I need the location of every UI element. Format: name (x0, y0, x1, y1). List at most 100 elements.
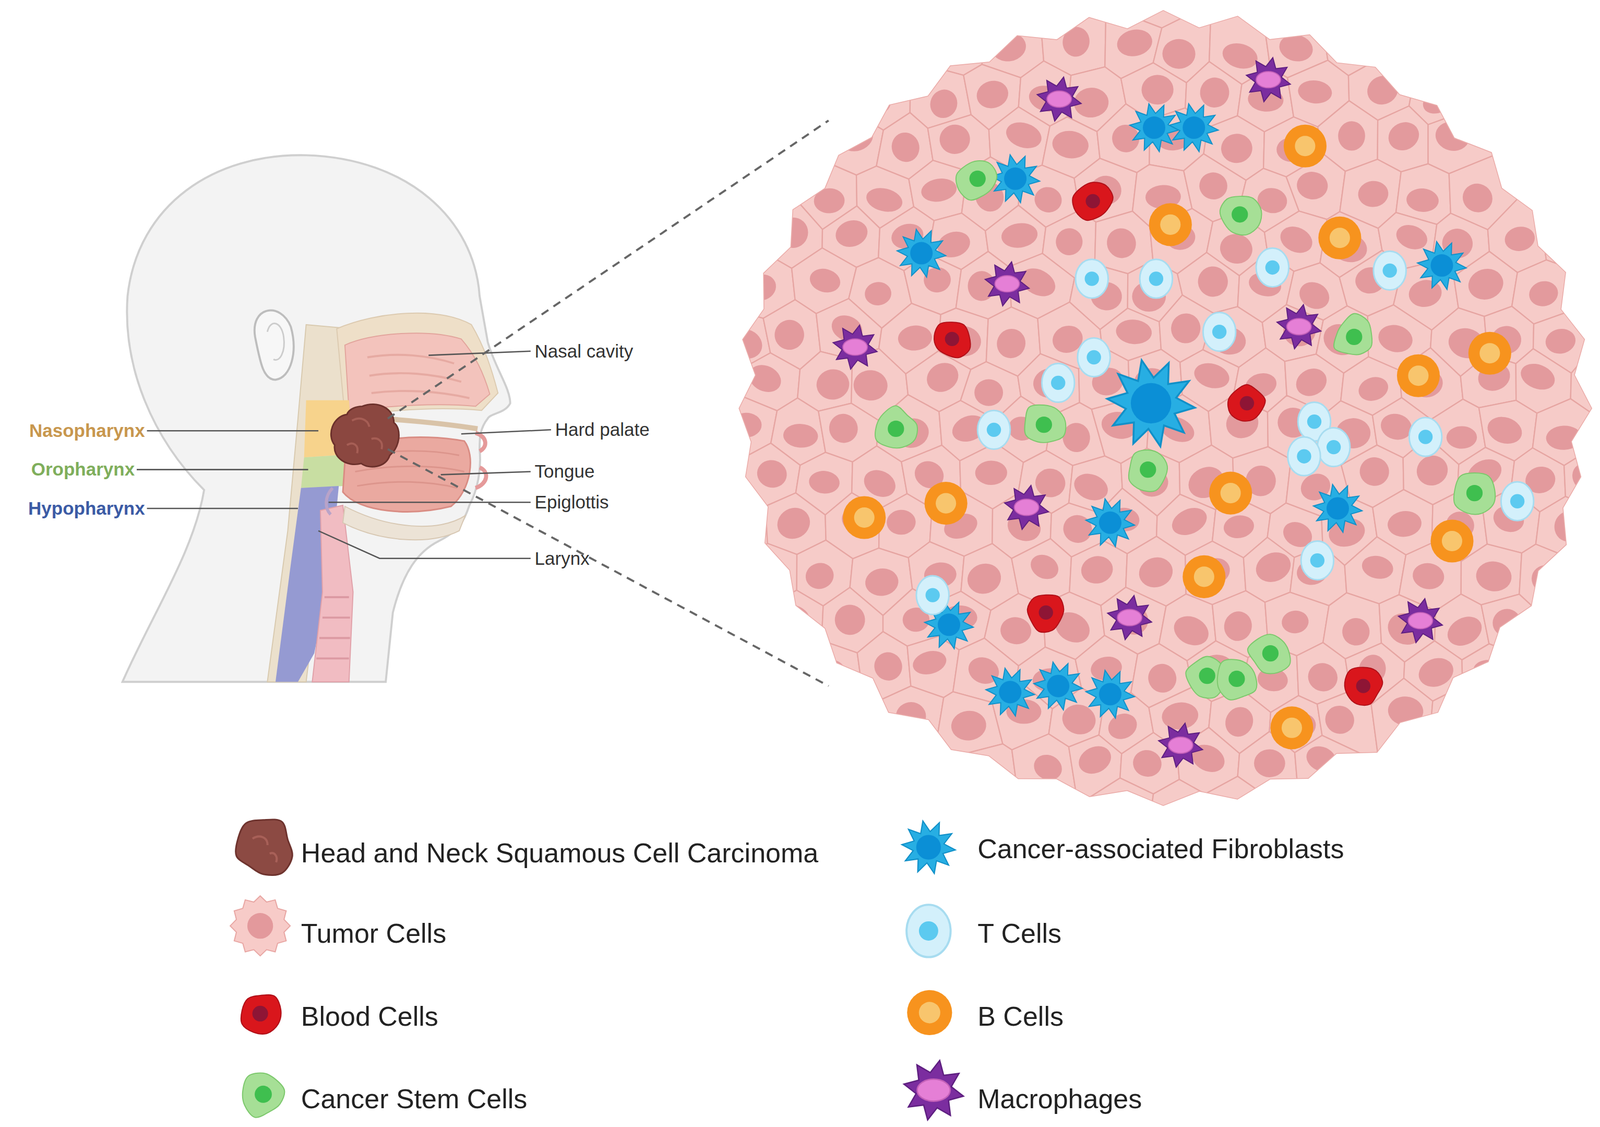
cell-part (1128, 449, 1168, 492)
cell-part (1418, 429, 1433, 444)
cell-part (252, 1005, 269, 1022)
cell-part (924, 481, 968, 525)
anatomy-label: Epiglottis (534, 492, 610, 513)
cell-part (1085, 670, 1135, 719)
tumor-nucleus (895, 701, 927, 731)
tumor-nucleus (1218, 798, 1256, 823)
tumor-nucleus (1131, 0, 1172, 16)
tumor-nucleus (1359, 552, 1396, 582)
micro-cell (1500, 481, 1534, 521)
tumor-cell (703, 0, 911, 130)
tumor-nucleus (1414, 652, 1458, 692)
tumor-nucleus (1375, 321, 1416, 356)
cell-part (1396, 354, 1440, 398)
tumor-nucleus (1168, 610, 1214, 651)
micro-cell (1085, 670, 1135, 719)
cell-part (937, 613, 961, 636)
legend-icon (901, 820, 956, 874)
cell-part (1373, 251, 1407, 290)
cell-part (1256, 71, 1281, 88)
cell-part (1084, 271, 1100, 286)
tumor-nucleus (925, 85, 962, 123)
cell-part (1107, 360, 1196, 447)
cell-part (916, 1078, 950, 1101)
tumor-nucleus (1141, 74, 1175, 105)
cell-part (1345, 328, 1363, 345)
legend-icon (230, 895, 291, 956)
cell-part (1453, 472, 1496, 515)
tumor-cell (703, 543, 797, 638)
cell-part (1004, 485, 1049, 530)
cell-part (910, 242, 933, 265)
micro-cell (1004, 485, 1049, 530)
tumor-cell (1428, 57, 1600, 174)
tumor-nucleus (887, 128, 924, 166)
cell-part (906, 904, 951, 957)
cell-part (918, 921, 939, 941)
tumor-nucleus (869, 647, 907, 686)
ear-fold (267, 323, 284, 361)
anatomy-label: Tongue (534, 461, 595, 482)
cell-part (977, 410, 1011, 449)
tumor-nucleus (744, 359, 786, 397)
tumor-nucleus (1060, 25, 1092, 59)
anatomy-label: Larynx (534, 547, 590, 569)
tumor-nucleus (1166, 308, 1206, 349)
tumor-cell (703, 26, 884, 175)
legend-label: T Cells (977, 918, 1062, 949)
tumor-nucleus (772, 317, 807, 352)
cell-part (1500, 481, 1534, 521)
tumor-nucleus (919, 175, 959, 205)
tumor-nucleus (1417, 80, 1461, 119)
cell-part (1317, 427, 1351, 467)
tumor-nucleus (886, 508, 917, 536)
tumor-nucleus (863, 566, 901, 598)
tumor-nucleus (1356, 179, 1390, 209)
cell-part (985, 261, 1030, 306)
tumor-nucleus (1355, 373, 1392, 405)
tumor-nucleus (1251, 546, 1296, 587)
cell-part (1407, 612, 1433, 629)
cell-part (934, 321, 971, 358)
micro-cell (1247, 634, 1291, 674)
tumor-nucleus (1472, 658, 1505, 684)
cell-part (1182, 555, 1226, 599)
cell-part (1212, 324, 1227, 339)
micro-cell (1396, 354, 1440, 398)
tumor-nucleus (802, 559, 838, 593)
tumor-cell (1294, 735, 1416, 827)
tumor-cell (1344, 536, 1406, 604)
trachea-rings (316, 596, 351, 659)
tumor-nucleus (863, 184, 905, 216)
tumor-nucleus (1411, 450, 1453, 492)
micro-cell (1085, 498, 1135, 547)
tumor-nucleus (1410, 560, 1447, 592)
tumor-nucleus (1016, 263, 1060, 303)
micro-cell (1313, 484, 1363, 533)
cell-part (1217, 659, 1258, 700)
micro-cell (916, 575, 950, 615)
tumor-nucleus (1339, 614, 1373, 649)
tumor-nucleus (1222, 512, 1256, 541)
tumor-nucleus (757, 558, 791, 593)
cell-part (916, 834, 941, 859)
micro-cell (1270, 706, 1313, 749)
legend-label: Tumor Cells (301, 918, 447, 949)
cell-part (1286, 318, 1312, 335)
tumor-nucleus (1220, 607, 1256, 644)
tumor-cell (703, 217, 795, 318)
cell-part (1182, 116, 1205, 139)
cell-part (1149, 271, 1164, 286)
tumor-nucleus (1432, 118, 1473, 154)
micro-cell (985, 667, 1035, 716)
tumor-nucleus (974, 460, 1008, 486)
cell-part (1246, 57, 1291, 102)
micro-cell (875, 405, 918, 448)
cell-part (1326, 496, 1349, 520)
tumor-nucleus (1446, 425, 1477, 449)
micro-cell (1220, 196, 1262, 235)
micro-cell (1169, 103, 1219, 152)
cell-part (986, 422, 1001, 437)
tumor-nucleus (743, 270, 780, 305)
micro-cell (1037, 77, 1082, 122)
